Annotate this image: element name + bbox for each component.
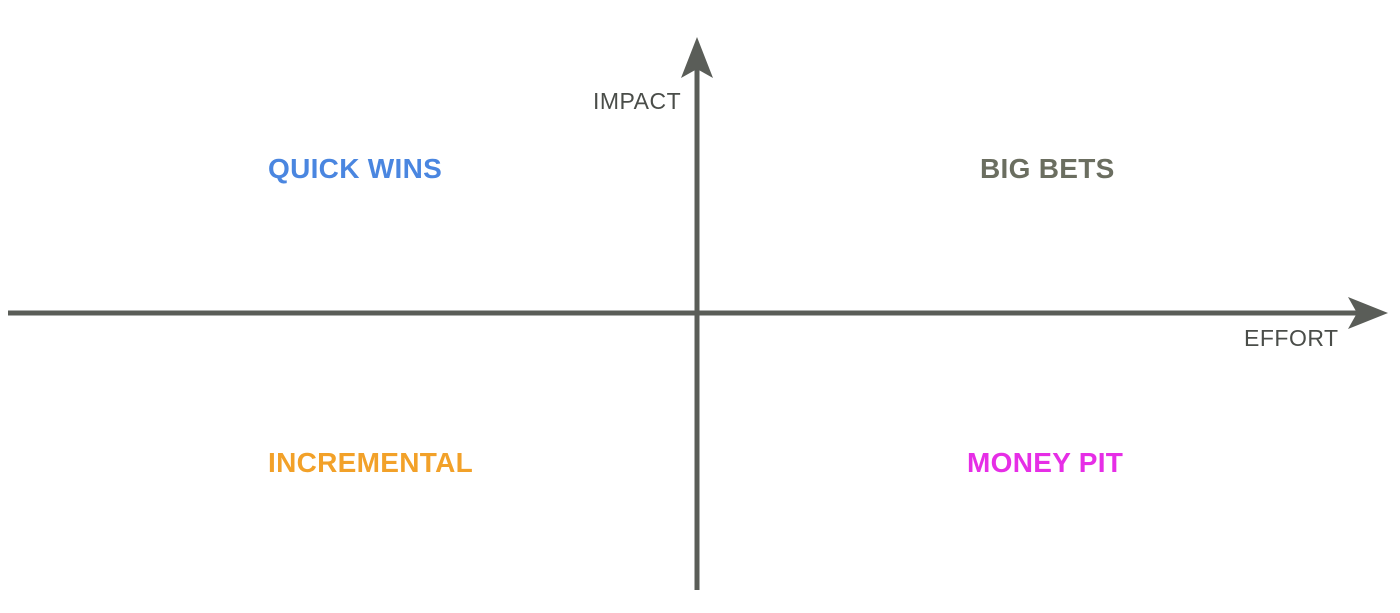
quadrant-label-big-bets: BIG BETS: [980, 153, 1115, 184]
y-axis-label: IMPACT: [593, 88, 682, 114]
quadrant-label-incremental: INCREMENTAL: [268, 447, 473, 478]
x-axis-label: EFFORT: [1244, 325, 1339, 351]
horizontal-axis-arrowhead: [1348, 297, 1388, 329]
quadrant-label-quick-wins: QUICK WINS: [268, 153, 443, 184]
quadrant-label-money-pit: MONEY PIT: [967, 447, 1124, 478]
vertical-axis-arrowhead: [681, 37, 713, 78]
